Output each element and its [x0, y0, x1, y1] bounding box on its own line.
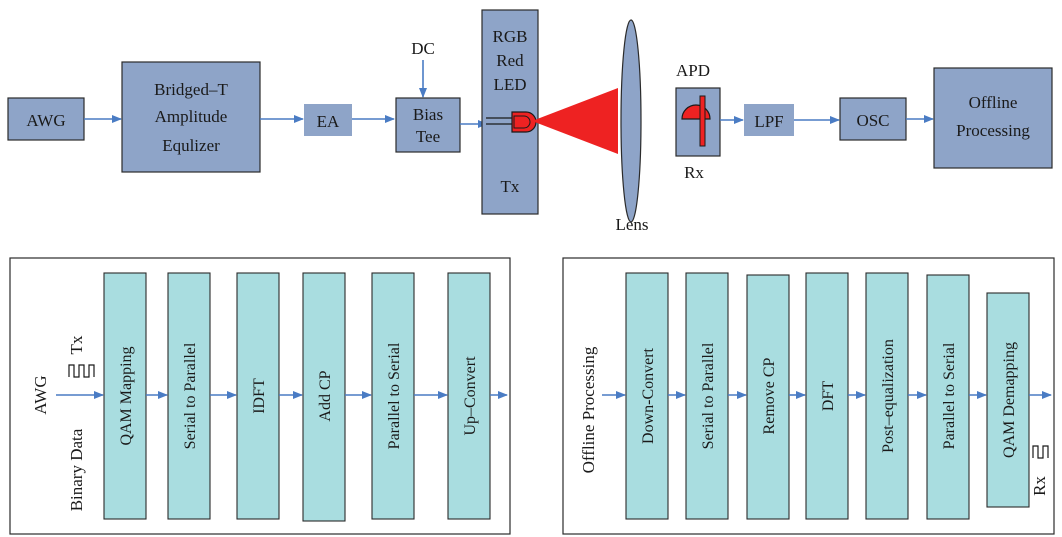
qam-mapping-block	[103, 272, 147, 520]
rx-side-label-offline: Offline Processing	[579, 346, 598, 473]
rx-dsp-panel: Offline Processing Down-Convert Serial t…	[562, 257, 1055, 535]
post-equalization-label: Post–equalization	[880, 339, 897, 453]
rx-panel-frame	[562, 257, 1055, 535]
osc-block	[839, 97, 907, 141]
ea-block	[304, 104, 352, 136]
tx-label-small: Tx	[67, 335, 86, 354]
apd-label: APD	[676, 61, 710, 80]
top-chain: AWG Bridged–T Amplitude Equlizer EA DC B…	[7, 9, 1053, 234]
awg-block	[7, 97, 85, 141]
tx-label: Tx	[501, 177, 520, 196]
down-convert-label: Down-Convert	[640, 347, 657, 444]
rx-label-small: Rx	[1030, 476, 1049, 496]
osc-label: OSC	[856, 111, 889, 130]
remove-cp-block	[746, 274, 790, 520]
offline-label-2: Processing	[956, 121, 1030, 140]
square-wave-icon	[68, 364, 95, 378]
serial-to-parallel-block	[167, 272, 211, 520]
tx-dsp-panel: AWG Binary Data Tx QAM Mapping Serial to…	[9, 257, 511, 535]
rx-square-wave-icon	[1032, 445, 1049, 459]
bias-tee-label-2: Tee	[416, 127, 440, 146]
add-cp-block	[302, 272, 346, 522]
light-beam	[532, 88, 618, 154]
tx-side-label-binary: Binary Data	[67, 428, 86, 511]
awg-label: AWG	[26, 111, 65, 130]
ea-label: EA	[317, 112, 340, 131]
qam-demapping-label: QAM Demapping	[1001, 342, 1018, 458]
equalizer-label-3: Equlizer	[162, 136, 220, 155]
led-label-3: LED	[493, 75, 526, 94]
equalizer-label-1: Bridged–T	[154, 80, 228, 99]
offline-label-1: Offline	[969, 93, 1018, 112]
lpf-label: LPF	[754, 112, 783, 131]
offline-processing-block	[933, 67, 1053, 169]
remove-cp-label: Remove CP	[761, 357, 778, 434]
bias-tee-block	[395, 97, 461, 153]
lens-label: Lens	[615, 215, 648, 234]
apd-block	[675, 87, 721, 157]
dft-block	[805, 272, 849, 520]
lpf-block	[744, 104, 794, 136]
qam-mapping-label: QAM Mapping	[118, 346, 135, 445]
add-cp-label: Add CP	[317, 370, 334, 421]
parallel-to-serial-label: Parallel to Serial	[386, 342, 403, 449]
photodiode-icon	[681, 95, 711, 147]
idft-block	[236, 272, 280, 520]
up-convert-label: Up–Convert	[462, 356, 479, 436]
rx-label: Rx	[684, 163, 704, 182]
qam-demapping-block	[986, 292, 1030, 508]
bias-tee-label-1: Bias	[413, 105, 443, 124]
rx-parallel-to-serial-label: Parallel to Serial	[941, 342, 958, 449]
parallel-to-serial-block	[371, 272, 415, 520]
post-equalization-block	[865, 272, 909, 520]
rx-parallel-to-serial-block	[926, 274, 970, 520]
tx-side-label-awg: AWG	[31, 375, 50, 414]
up-convert-block	[447, 272, 491, 520]
equalizer-label-2: Amplitude	[155, 107, 228, 126]
idft-label: IDFT	[251, 378, 268, 414]
rx-serial-to-parallel-block	[685, 272, 729, 520]
rx-serial-to-parallel-label: Serial to Parallel	[700, 342, 717, 449]
lens-icon	[620, 19, 642, 223]
led-icon	[486, 111, 537, 133]
tx-panel-frame	[9, 257, 511, 535]
led-label-1: RGB	[493, 27, 528, 46]
dc-label: DC	[411, 39, 435, 58]
led-label-2: Red	[496, 51, 524, 70]
serial-to-parallel-label: Serial to Parallel	[182, 342, 199, 449]
down-convert-block	[625, 272, 669, 520]
equalizer-block	[121, 61, 261, 173]
dft-label: DFT	[820, 381, 837, 411]
